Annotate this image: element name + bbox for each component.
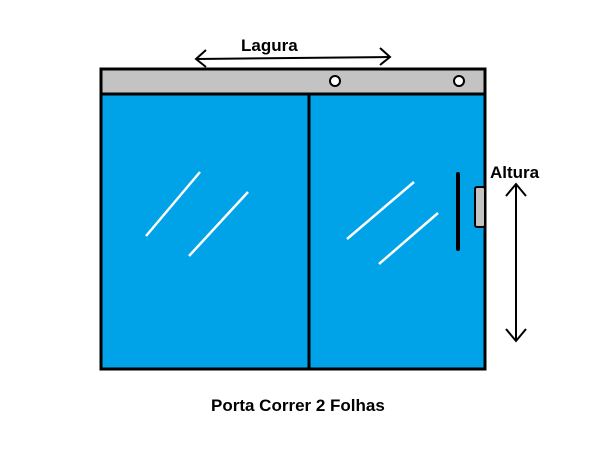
door-lock — [474, 186, 486, 228]
glass-reflection — [378, 212, 439, 265]
top-rail — [99, 67, 487, 96]
right-door-panel — [307, 92, 487, 371]
height-arrow — [505, 182, 527, 343]
rail-roller-right — [453, 75, 465, 87]
width-arrow — [194, 47, 392, 68]
rail-roller-left — [329, 75, 341, 87]
glass-reflection — [346, 181, 415, 240]
glass-reflection — [188, 191, 249, 257]
left-door-panel — [99, 92, 311, 371]
diagram-caption: Porta Correr 2 Folhas — [211, 396, 385, 415]
width-label: Lagura — [241, 36, 298, 55]
glass-reflection — [145, 171, 201, 237]
height-label: Altura — [490, 163, 540, 182]
